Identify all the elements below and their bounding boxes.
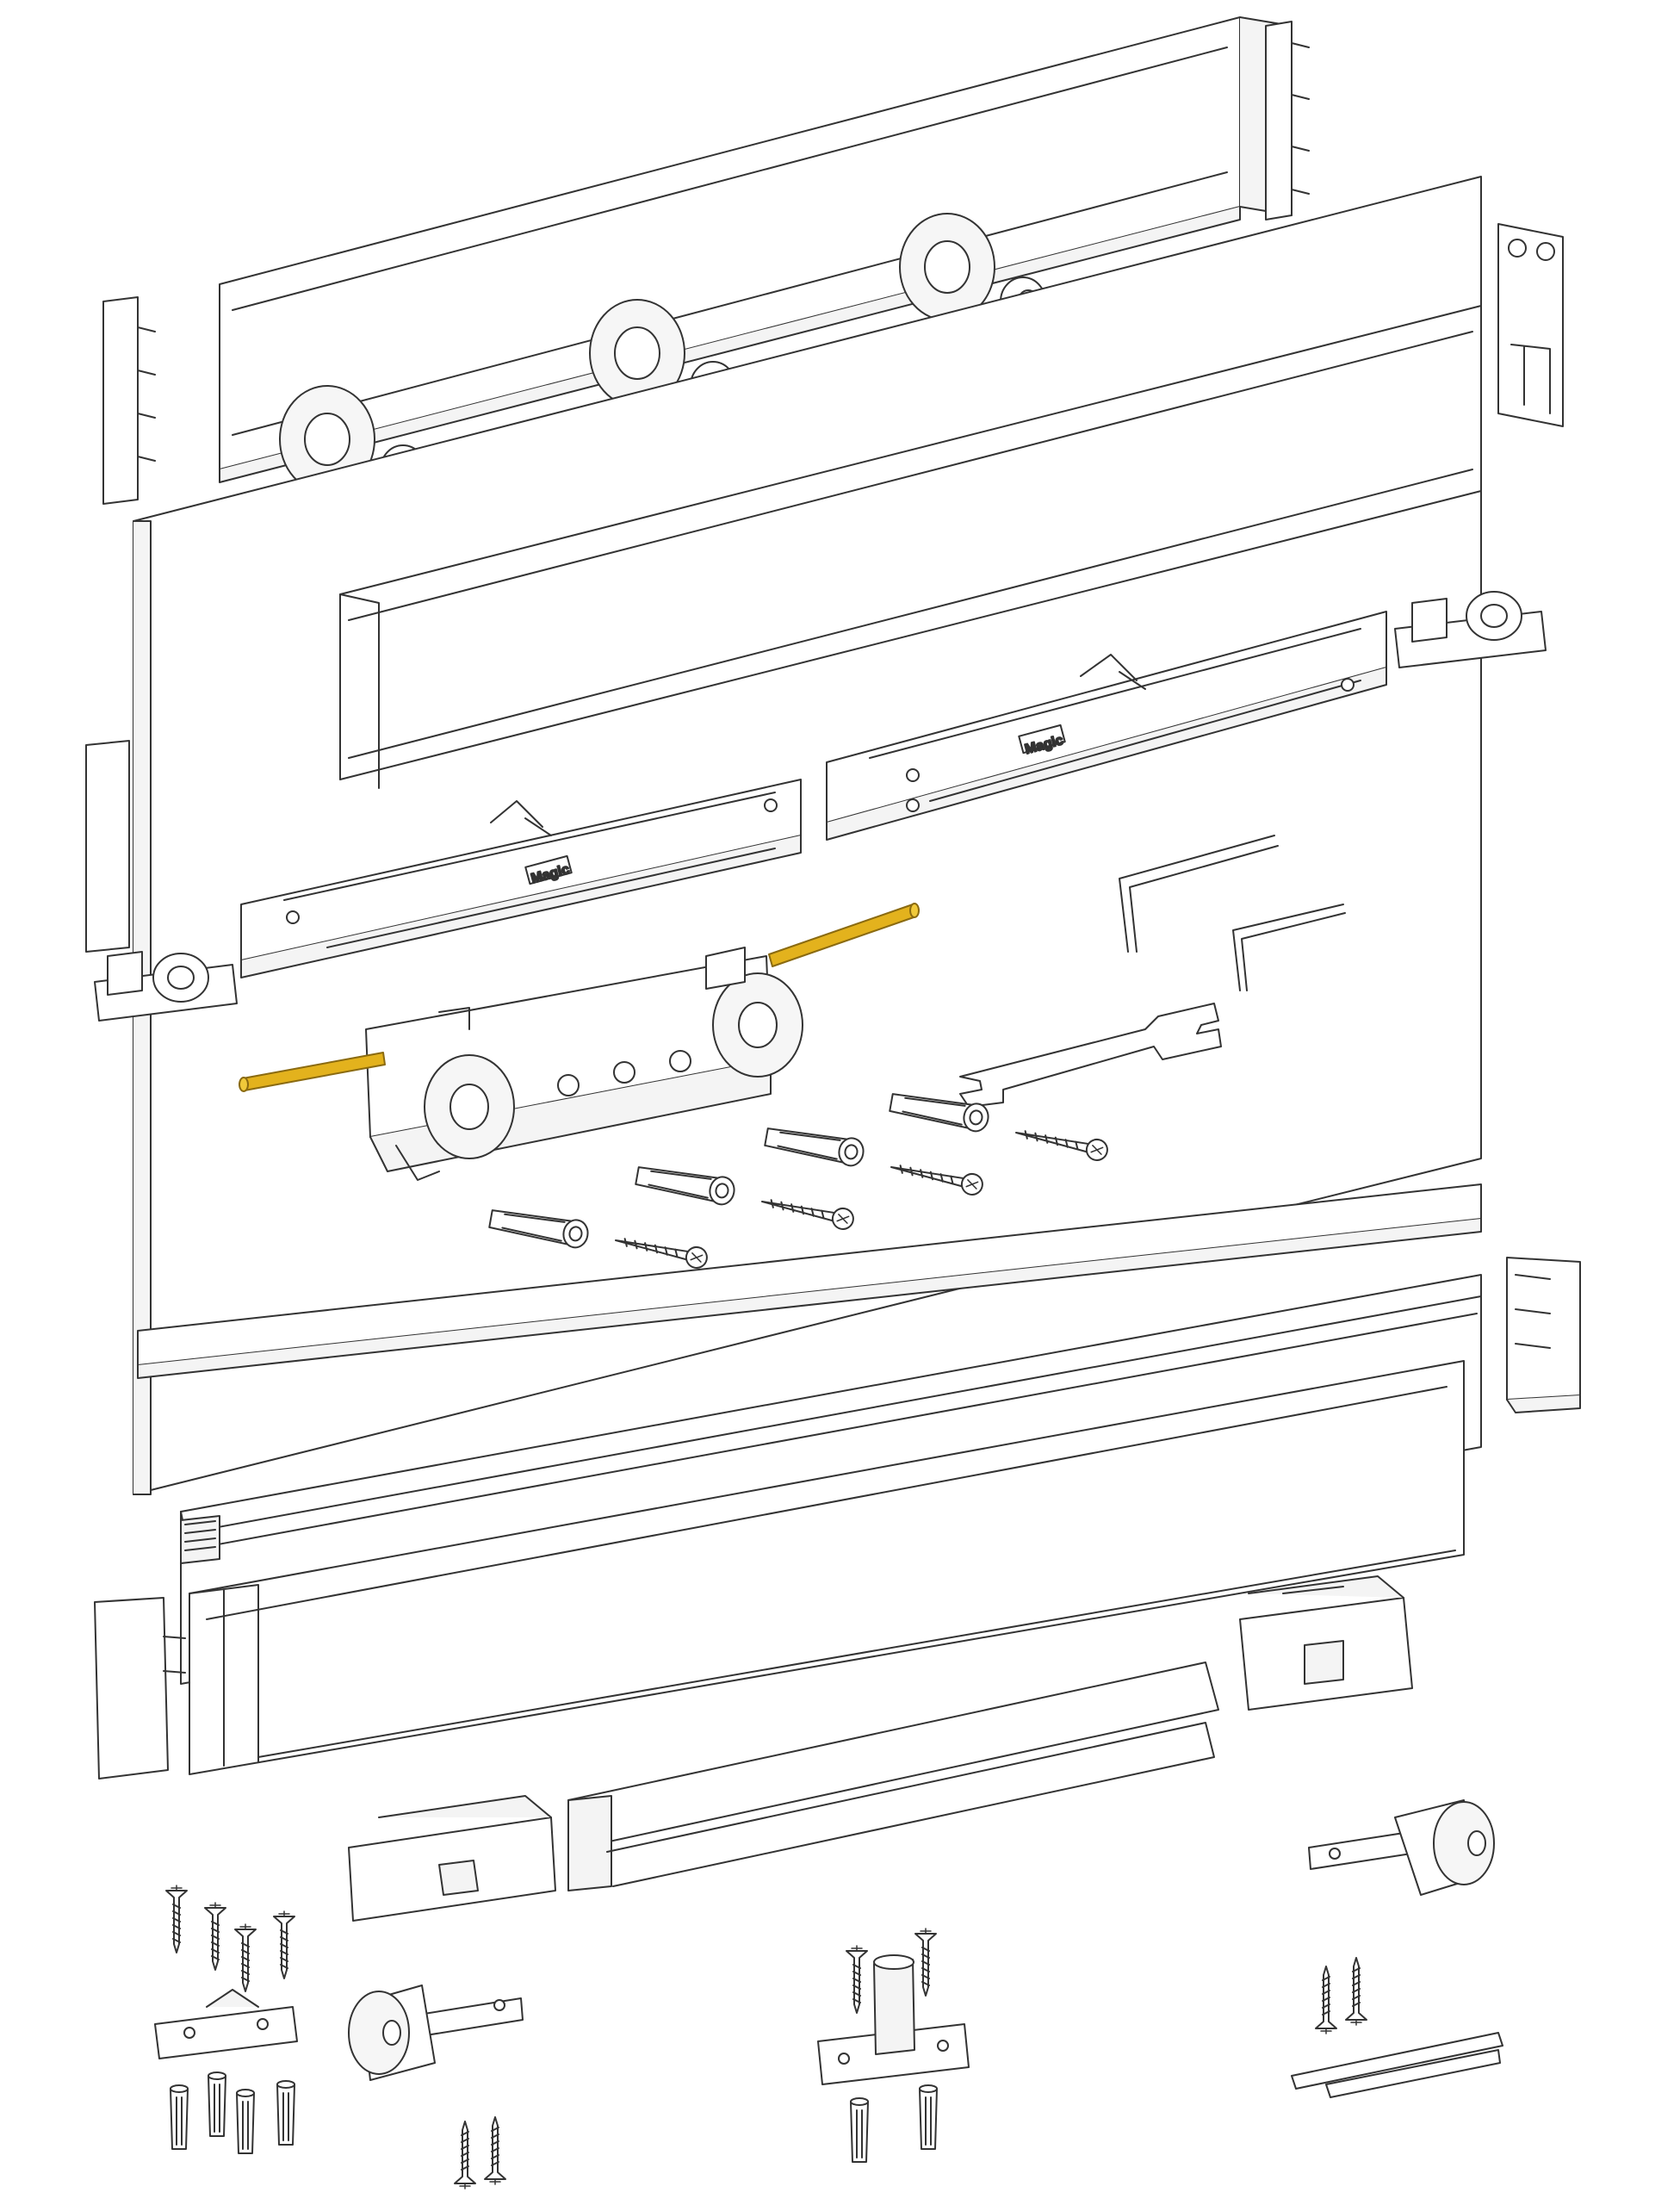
- glass-channel: [180, 1515, 220, 1564]
- spacer-strip: [1291, 2032, 1503, 2098]
- side-clip-left-upper: [102, 296, 156, 505]
- stopper-housing-right: [1239, 1575, 1413, 1711]
- roller-carriage-right: [1394, 591, 1547, 668]
- floor-roller-left: [348, 1984, 524, 2081]
- screw-set-left: [165, 1885, 295, 1992]
- aluminium-track: [189, 1360, 1465, 1775]
- hex-key-large: [1119, 835, 1279, 953]
- screw-set-right: [1315, 1957, 1367, 2034]
- guide-rod-left: [239, 1052, 386, 1092]
- soft-close-right: Magic: [826, 611, 1387, 841]
- top-end-plate: [1497, 223, 1564, 427]
- spanner-wrench: [959, 1003, 1222, 1108]
- screw-set-bottom: [454, 2116, 506, 2189]
- inner-channel: [339, 305, 1482, 789]
- stopper-housing-left: [348, 1795, 556, 1922]
- roller-trolley: [365, 947, 803, 1181]
- guide-rod-right: [768, 903, 920, 967]
- floor-guide-plate: [817, 1954, 970, 2085]
- dowel-set-left: [170, 2071, 295, 2154]
- side-clip-right-upper: [1265, 21, 1310, 220]
- soft-close-left: Magic: [240, 779, 802, 978]
- bottom-rail-top: [137, 1183, 1482, 1379]
- end-cap-right-mid: [1506, 1257, 1581, 1413]
- roller-carriage-left: [94, 951, 238, 1022]
- end-cap-left: [94, 1597, 186, 1780]
- floor-roller-right: [1308, 1799, 1495, 1896]
- hex-key-small: [1232, 904, 1346, 991]
- panel-edge-block: [85, 740, 130, 953]
- base-plate-left: [154, 1989, 298, 2059]
- floor-guide-rail: [567, 1662, 1219, 1891]
